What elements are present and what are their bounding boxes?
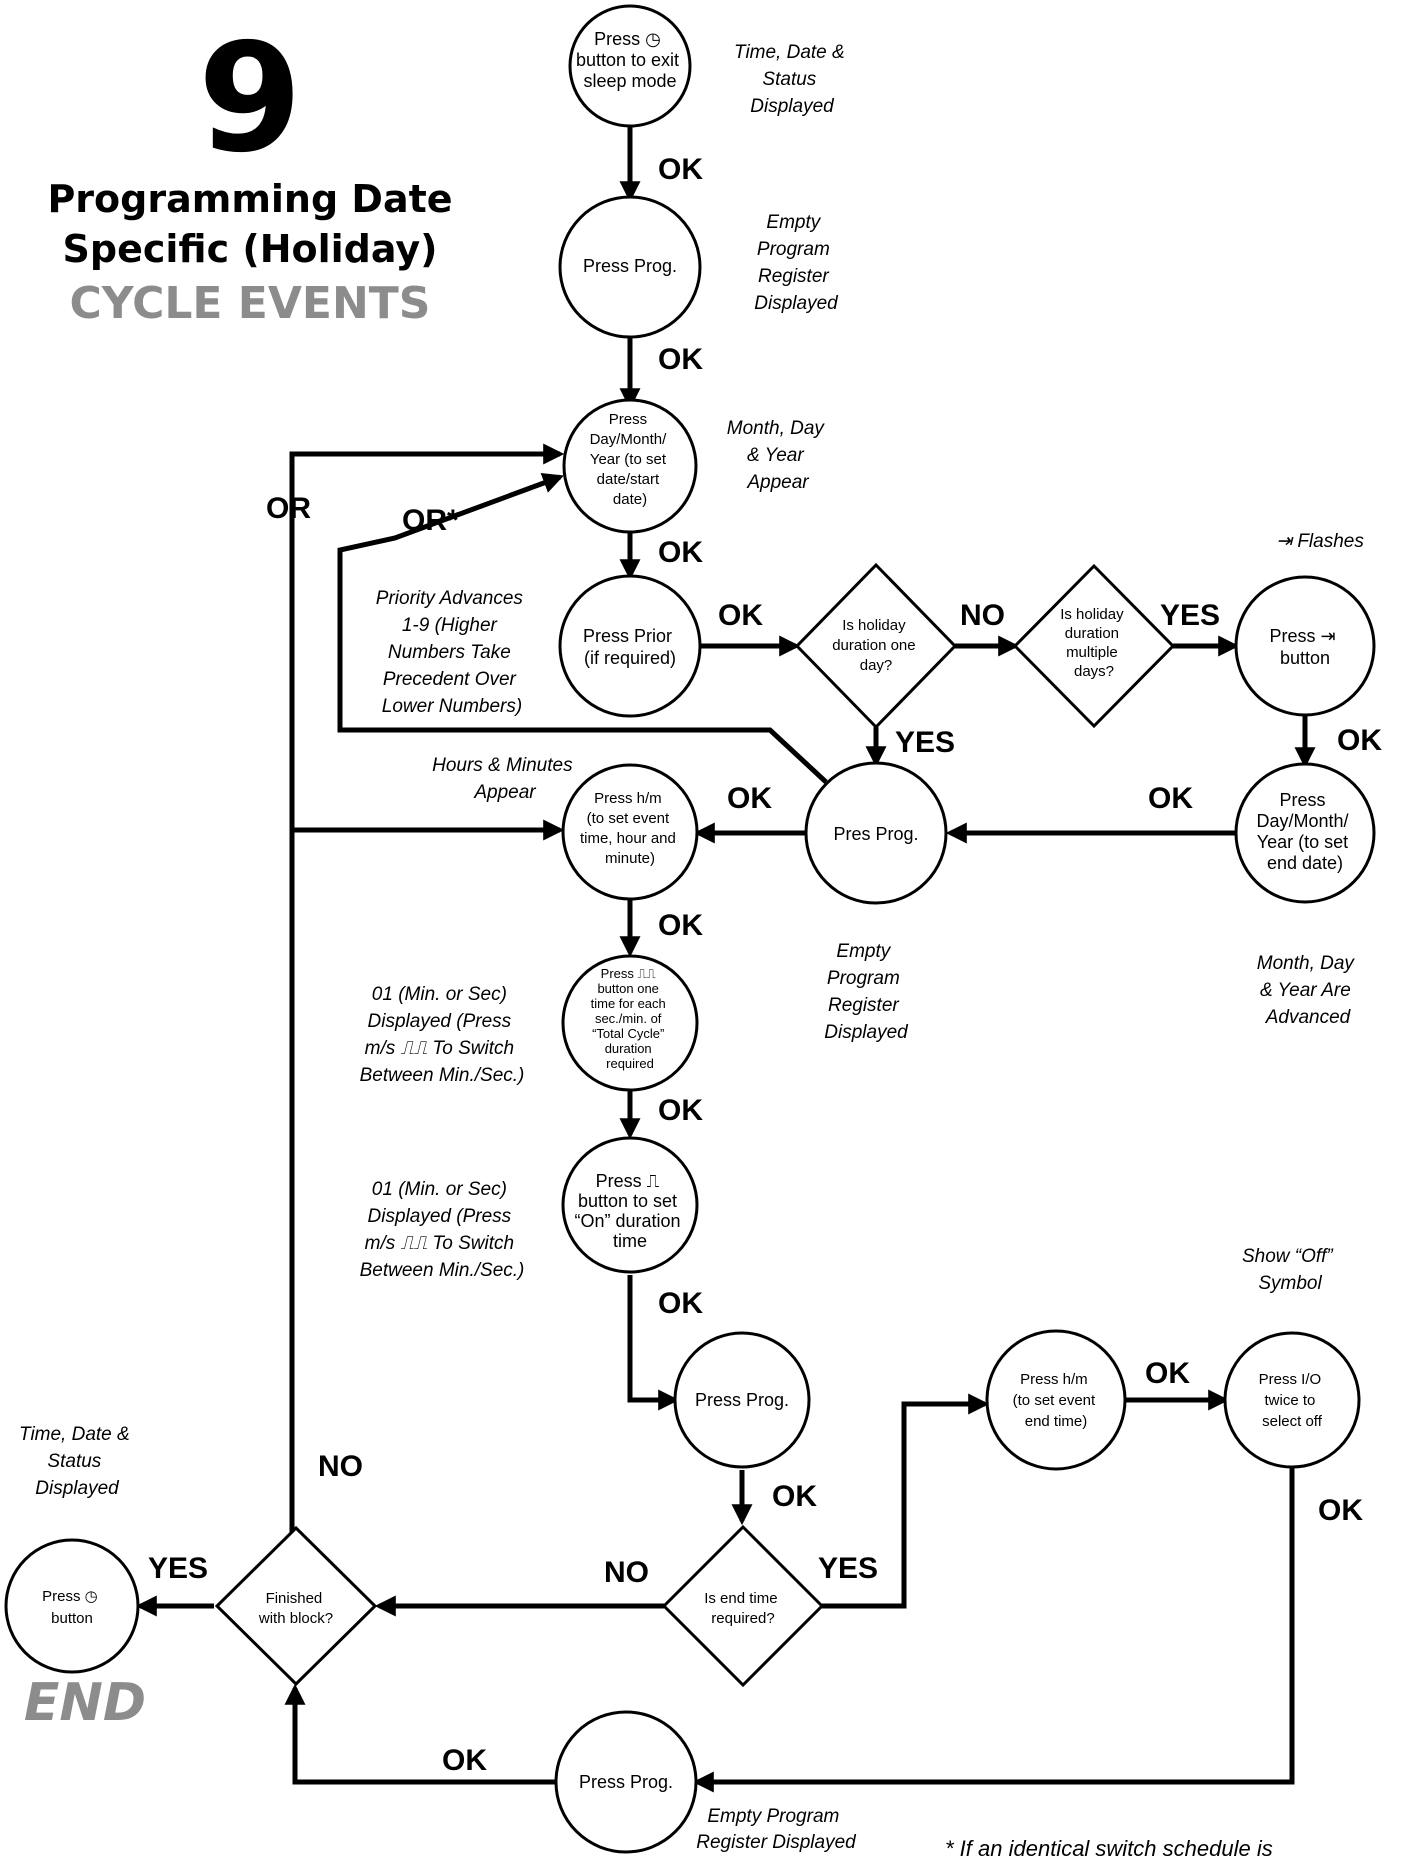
node-label: Is holiday duration multiple days?: [1060, 606, 1128, 680]
edges: [135, 126, 1316, 1793]
end-label: END: [24, 1673, 146, 1733]
label-ok: OK: [1337, 724, 1382, 757]
node-press-io: Press I/O twice to select off: [1223, 1331, 1361, 1469]
edge-io-to-prog4: [692, 1467, 1295, 1793]
node-press-total-cycle: Press ⎍⎍ button one time for each sec./m…: [561, 954, 699, 1092]
node-label: Press ⇥ button: [1269, 626, 1340, 668]
edge-endtime-yes-to-hm-end: [822, 1393, 990, 1609]
note-hours-minutes-appear: Hours & Minutes Appear: [432, 755, 578, 803]
node-press-on-duration: Press ⎍ button to set “On” duration time: [561, 1136, 699, 1274]
node-label: Press Day/Month/ Year (to set end date): [1256, 790, 1353, 873]
note-flashes: ⇥ Flashes: [1276, 531, 1364, 552]
note-time-date-status-left: Time, Date & Status Displayed: [19, 1424, 135, 1499]
page-title-line2: Specific (Holiday): [63, 227, 438, 271]
node-pres-prog-2: Pres Prog.: [804, 761, 948, 905]
page-title-line1: Programming Date: [47, 177, 452, 221]
node-press-date-start: Press Day/Month/ Year (to set date/start…: [562, 398, 698, 534]
note-show-off: Show “Off” Symbol: [1242, 1246, 1338, 1294]
label-ok: OK: [1318, 1494, 1363, 1527]
edge-labels: OK OK OK OK NO YES YES OK OK OK OR OR* O…: [148, 153, 1382, 1777]
label-ok: OK: [658, 1287, 703, 1320]
label-ok: OK: [1145, 1357, 1190, 1390]
label-or: OR: [266, 492, 311, 525]
node-finished-block: Finished with block?: [214, 1525, 378, 1687]
note-empty-register: Empty Program Register Displayed: [754, 212, 839, 314]
node-label: Press ⎍⎍ button one time for each sec./m…: [591, 966, 670, 1071]
label-yes: YES: [818, 1552, 878, 1585]
node-label: Press Prior (if required): [583, 626, 677, 668]
node-press-end-date: Press Day/Month/ Year (to set end date): [1234, 762, 1376, 904]
label-no: NO: [318, 1450, 363, 1483]
node-label: Press ◷ button to exit sleep mode: [576, 29, 684, 91]
node-label: Pres Prog.: [833, 824, 918, 844]
note-empty-register-2: Empty Program Register Displayed: [824, 941, 909, 1043]
node-label: Finished with block?: [258, 1590, 333, 1627]
node-holiday-one-day: Is holiday duration one day?: [794, 562, 958, 730]
notes: Time, Date & Status Displayed Empty Prog…: [19, 42, 1364, 1853]
node-end-time-required: Is end time required?: [661, 1524, 825, 1688]
edge-or-back-to-date: [289, 443, 565, 1536]
note-min-sec-2: 01 (Min. or Sec) Displayed (Press m/s ⎍⎍…: [360, 1179, 525, 1281]
label-no: NO: [604, 1556, 649, 1589]
label-ok: OK: [658, 343, 703, 376]
node-label: Press I/O twice to select off: [1259, 1371, 1326, 1430]
node-press-advance: Press ⇥ button: [1234, 575, 1376, 717]
node-press-prog-1: Press Prog.: [558, 195, 702, 339]
note-month-day-year-advanced: Month, Day & Year Are Advanced: [1257, 953, 1359, 1028]
note-time-date-status: Time, Date & Status Displayed: [734, 42, 850, 117]
note-month-day-year-appear: Month, Day & Year Appear: [727, 418, 829, 493]
label-no: NO: [960, 599, 1005, 632]
node-label: Press h/m (to set event time, hour and m…: [580, 790, 680, 867]
node-press-hm-end: Press h/m (to set event end time): [985, 1329, 1127, 1471]
label-yes: YES: [148, 1552, 208, 1585]
node-press-prog-4: Press Prog.: [554, 1710, 698, 1854]
node-label: Press Prog.: [579, 1772, 673, 1792]
note-empty-register-3: Empty Program Register Displayed: [696, 1806, 857, 1853]
page-title-line3: CYCLE EVENTS: [70, 278, 431, 329]
step-number: 9: [198, 12, 302, 186]
node-holiday-multiple: Is holiday duration multiple days?: [1012, 563, 1176, 729]
node-label: Press h/m (to set event end time): [1013, 1371, 1100, 1430]
note-min-sec-1: 01 (Min. or Sec) Displayed (Press m/s ⎍⎍…: [360, 984, 525, 1086]
node-label: Press Prog.: [583, 256, 677, 276]
node-exit-sleep: Press ◷ button to exit sleep mode: [568, 4, 692, 128]
label-ok: OK: [442, 1744, 487, 1777]
node-label: Press ⎍ button to set “On” duration time: [574, 1171, 685, 1251]
label-ok: OK: [718, 599, 763, 632]
edge-or-star-back-to-date: [337, 472, 828, 784]
node-label: Is holiday duration one day?: [832, 617, 920, 674]
node-press-prior: Press Prior (if required): [558, 574, 702, 718]
node-press-hm-event: Press h/m (to set event time, hour and m…: [561, 763, 699, 901]
label-ok: OK: [1148, 782, 1193, 815]
label-ok: OK: [658, 153, 703, 186]
edge-prog4-to-finished: [284, 1683, 555, 1785]
node-label: Press Day/Month/ Year (to set date/start…: [590, 411, 671, 508]
footnote: * If an identical switch schedule is: [945, 1836, 1273, 1859]
node-press-button-end: Press ◷ button: [4, 1538, 140, 1674]
node-label: Press ◷ button: [42, 1588, 102, 1627]
note-priority: Priority Advances 1-9 (Higher Numbers Ta…: [376, 588, 528, 717]
label-ok: OK: [658, 536, 703, 569]
edge-on-to-prog: [627, 1275, 680, 1411]
label-yes: YES: [895, 726, 955, 759]
label-or-star: OR*: [402, 504, 459, 537]
node-label: Press Prog.: [695, 1390, 789, 1410]
label-ok: OK: [772, 1480, 817, 1513]
label-yes: YES: [1160, 599, 1220, 632]
label-ok: OK: [727, 782, 772, 815]
label-ok: OK: [658, 909, 703, 942]
label-ok: OK: [658, 1094, 703, 1127]
node-label: Is end time required?: [704, 1590, 782, 1627]
node-press-prog-3: Press Prog.: [673, 1331, 811, 1469]
